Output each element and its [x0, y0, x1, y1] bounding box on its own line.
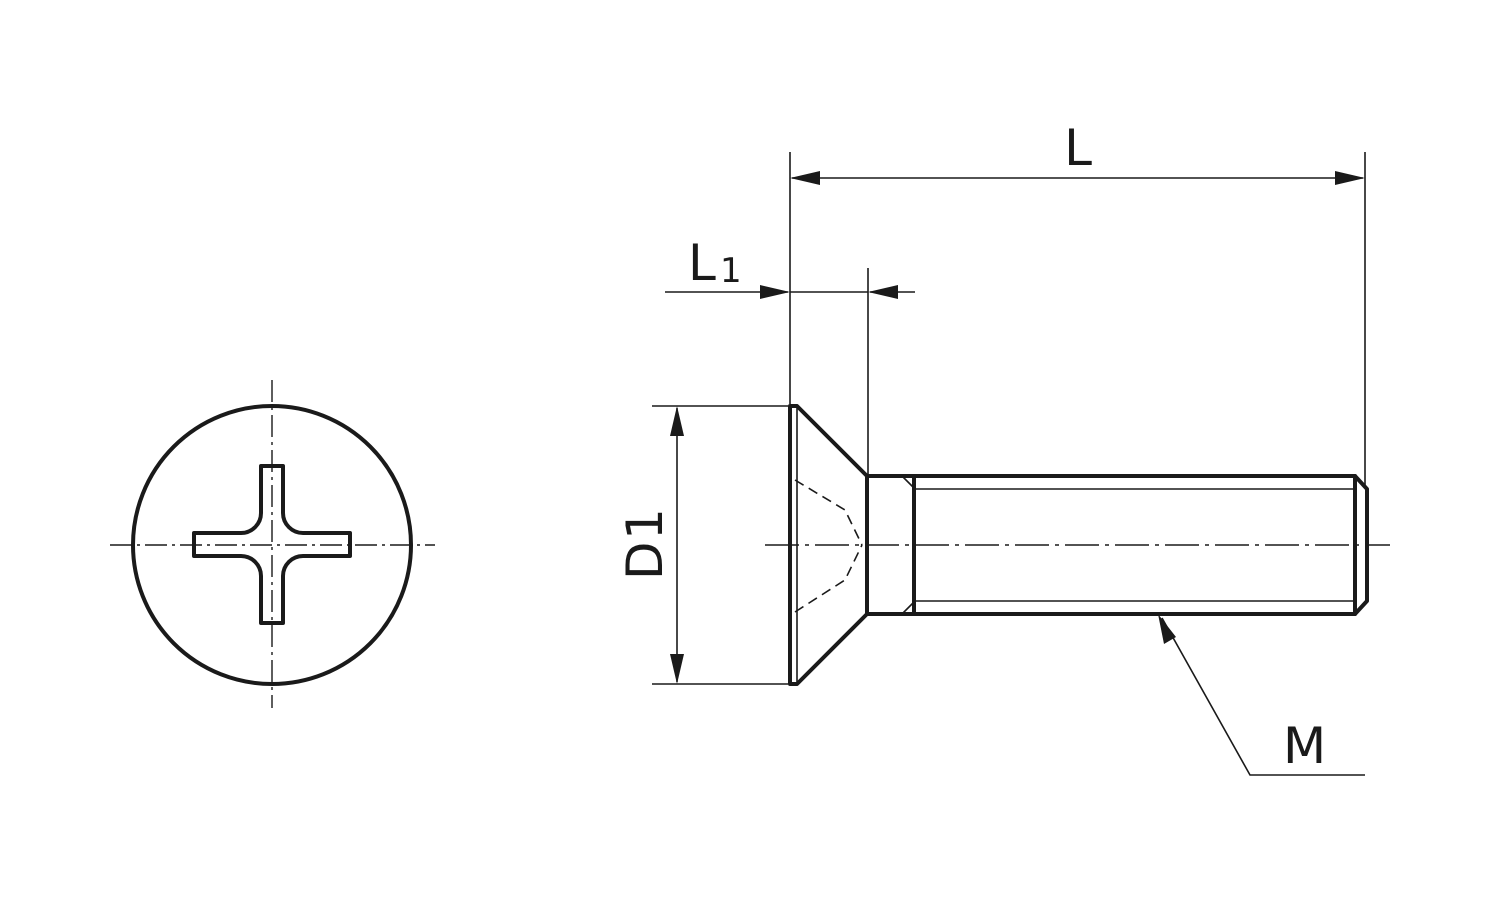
thread-runout-chamfer-lower: [901, 601, 915, 615]
head-diameter-label: D: [616, 541, 674, 580]
top-view: [110, 380, 435, 708]
recess-hidden-line-upper: [794, 479, 863, 546]
dimension-head-diameter: D 1: [616, 405, 788, 685]
thread-leader-arrow: [1158, 614, 1176, 644]
head-height-label: L: [688, 234, 716, 292]
head-height-arrow-left: [760, 285, 790, 299]
thread-runout-chamfer-upper: [901, 475, 915, 489]
head-diameter-arrow-top: [670, 406, 684, 436]
leader-thread: M: [1158, 614, 1365, 776]
head-diameter-label-subscript: 1: [616, 508, 674, 540]
length-arrow-right: [1335, 171, 1365, 185]
dimension-head-height: L 1: [665, 234, 915, 474]
side-view: [765, 404, 1390, 686]
length-label: L: [1064, 119, 1092, 177]
length-arrow-left: [790, 171, 820, 185]
recess-hidden-line-lower: [794, 544, 863, 613]
head-diameter-arrow-bottom: [670, 654, 684, 684]
dimension-length: L: [789, 119, 1366, 487]
thread-leader-line: [1161, 617, 1365, 776]
head-height-label-subscript: 1: [720, 251, 742, 291]
shank-outline: [865, 474, 1369, 616]
thread-label: M: [1283, 717, 1326, 775]
head-outline-circle: [131, 404, 413, 686]
head-height-arrow-right: [868, 285, 898, 299]
cross-recess: [192, 464, 352, 625]
